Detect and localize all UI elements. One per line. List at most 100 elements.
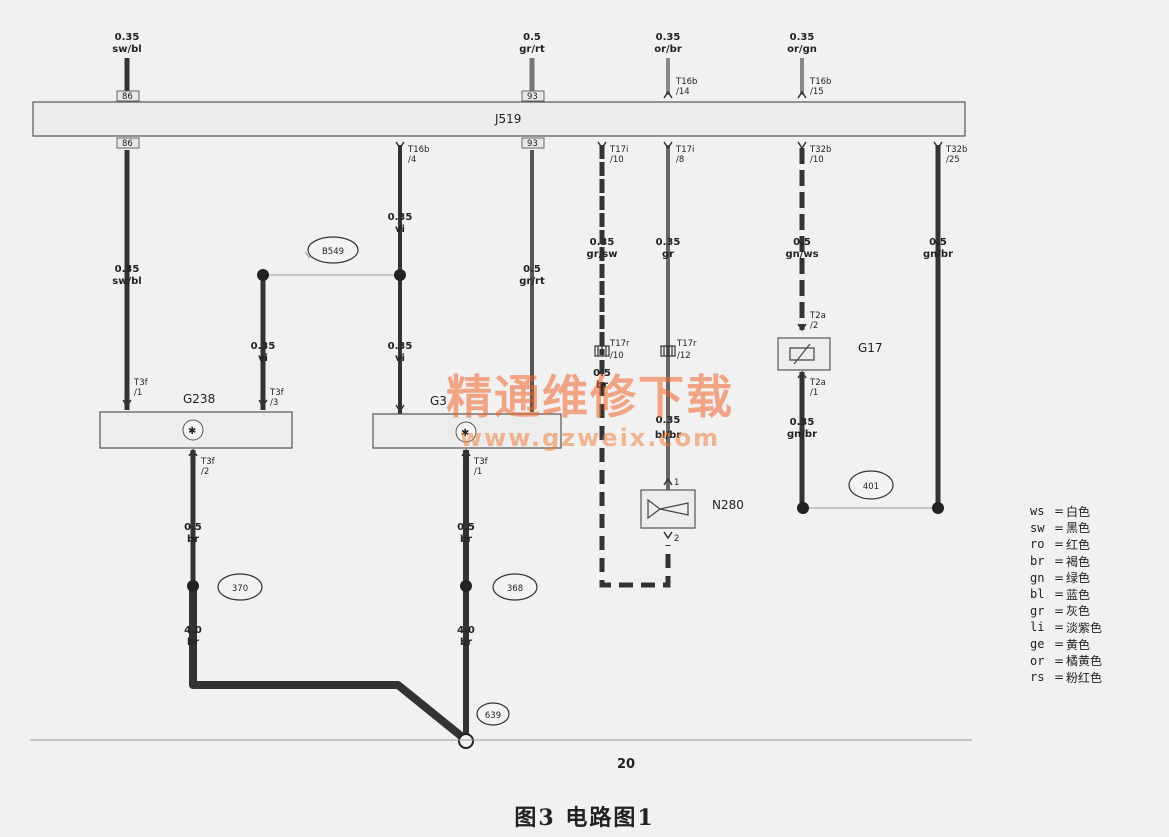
pin-box-86-top bbox=[116, 90, 140, 102]
legend-equals: = bbox=[1053, 637, 1065, 652]
bottom-pin-3: T17i bbox=[675, 145, 694, 155]
wire-label-3-color: vi bbox=[258, 353, 268, 364]
wire-label-16-size: 4.0 bbox=[457, 625, 475, 636]
conn-t17r-10-no: /10 bbox=[610, 351, 624, 361]
legend-equals: = bbox=[1053, 670, 1065, 685]
arrow-t3f-3-g238 bbox=[258, 399, 268, 408]
legend-meaning: 红色 bbox=[1066, 537, 1091, 552]
top-wire-color-2: gr/rt bbox=[519, 44, 545, 55]
wire-label-15-size: 0.5 bbox=[457, 522, 475, 533]
legend-row: li=淡紫色 bbox=[1030, 619, 1160, 636]
component-label-g17: G17 bbox=[858, 341, 883, 355]
component-label-g238: G238 bbox=[183, 392, 215, 406]
legend-code: ws bbox=[1030, 504, 1045, 519]
top-wire-size-4: 0.35 bbox=[790, 32, 815, 43]
arrow-t16b-4 bbox=[395, 141, 405, 150]
b549-ref-line bbox=[304, 251, 311, 259]
n280-pin-2: 2 bbox=[674, 534, 679, 544]
pin-label-93-bottom: 93 bbox=[527, 139, 538, 149]
arrow-t17i-10 bbox=[597, 141, 607, 150]
wire-label-13-size: 0.5 bbox=[184, 522, 202, 533]
bottom-pin-5-no: /25 bbox=[946, 155, 960, 165]
pin-box-86-bottom bbox=[116, 137, 140, 149]
ref-oval-401 bbox=[848, 470, 894, 500]
wire-label-11-color: bl/br bbox=[655, 430, 681, 441]
conn-g3-t3f-1-no: /1 bbox=[474, 467, 482, 477]
junction-368 bbox=[460, 580, 472, 592]
g238-motor-glyph: ✱ bbox=[188, 426, 196, 437]
wire-label-2-size: 0.35 bbox=[388, 212, 413, 223]
legend-row: rs=粉红色 bbox=[1030, 669, 1160, 686]
arrow-t32b-10 bbox=[797, 141, 807, 150]
junction-dots bbox=[187, 269, 944, 592]
legend-row: gr =灰色 bbox=[1030, 603, 1160, 620]
g238-motor-icon bbox=[182, 419, 204, 441]
legend-equals: = bbox=[1053, 504, 1065, 519]
legend-meaning: 黑色 bbox=[1066, 521, 1091, 536]
junction-b549-right bbox=[394, 269, 406, 281]
legend-equals: = bbox=[1053, 620, 1065, 635]
wire-label-6-color: gr/sw bbox=[587, 249, 618, 260]
bottom-pin-4-no: /10 bbox=[810, 155, 824, 165]
bottom-pin-2-no: /10 bbox=[610, 155, 624, 165]
wire-br-ground-370 bbox=[189, 590, 469, 744]
legend-equals: = bbox=[1053, 603, 1065, 618]
legend-code: gn bbox=[1030, 570, 1045, 585]
top-wire-color-4: or/gn bbox=[787, 44, 817, 55]
top-wire-color-3: or/br bbox=[654, 44, 682, 55]
legend-code: bl bbox=[1030, 587, 1045, 602]
conn-g238-t3f-1-no: /1 bbox=[134, 388, 142, 398]
wire-label-5-size: 0.5 bbox=[523, 264, 541, 275]
wire-label-7-color: gr bbox=[662, 249, 674, 260]
legend-code: ro bbox=[1030, 537, 1045, 552]
component-n280-body bbox=[640, 489, 696, 529]
legend-meaning: 粉红色 bbox=[1066, 670, 1103, 685]
legend-row: ro=红色 bbox=[1030, 536, 1160, 553]
arrow-t16b-15 bbox=[797, 90, 807, 99]
top-pin-t16b-15: T16b bbox=[809, 77, 831, 87]
legend-equals: = bbox=[1053, 520, 1065, 535]
conn-t2a-2: T2a bbox=[809, 311, 826, 321]
bottom-pin-4: T32b bbox=[809, 145, 831, 155]
wires bbox=[124, 58, 941, 744]
conn-g238-t3f-3-no: /3 bbox=[270, 398, 278, 408]
wire-label-9-size: 0.5 bbox=[929, 237, 947, 248]
pin-box-93-bottom bbox=[521, 137, 545, 149]
legend-row: ws=白色 bbox=[1030, 503, 1160, 520]
legend-equals: = bbox=[1053, 653, 1065, 668]
legend-meaning: 橘黄色 bbox=[1066, 654, 1103, 669]
ref-label-368: 368 bbox=[507, 584, 523, 594]
legend-equals: = bbox=[1053, 587, 1065, 602]
ref-label-b549: B549 bbox=[322, 247, 344, 257]
g3-sensor-icon bbox=[455, 421, 477, 443]
junction-401-right bbox=[932, 502, 944, 514]
legend-equals: = bbox=[1053, 570, 1065, 585]
legend-row: gn=绿色 bbox=[1030, 569, 1160, 586]
wire-label-6-size: 0.35 bbox=[590, 237, 615, 248]
legend-row: br=褐色 bbox=[1030, 553, 1160, 570]
ref-oval-368 bbox=[492, 573, 538, 601]
legend-meaning: 灰色 bbox=[1066, 604, 1091, 619]
arrow-t3f-1-g3 bbox=[461, 448, 471, 457]
conn-t2a-2-no: /2 bbox=[810, 321, 818, 331]
wire-label-1-size: 0.35 bbox=[115, 264, 140, 275]
junction-370 bbox=[187, 580, 199, 592]
legend-equals: = bbox=[1053, 554, 1065, 569]
wire-label-15-color: br bbox=[460, 534, 472, 545]
arrow-n280-1 bbox=[663, 477, 673, 486]
wire-label-3-size: 0.35 bbox=[251, 341, 276, 352]
legend-code: gr bbox=[1030, 603, 1045, 618]
junction-b549-left bbox=[257, 269, 269, 281]
top-wire-size-3: 0.35 bbox=[656, 32, 681, 43]
component-g17-body bbox=[777, 337, 831, 371]
bottom-pin-3-no: /8 bbox=[676, 155, 684, 165]
legend-code: ge bbox=[1030, 637, 1045, 652]
wire-label-10-color: br bbox=[596, 380, 608, 391]
legend-row: or=橘黄色 bbox=[1030, 652, 1160, 669]
module-j519-label: J519 bbox=[494, 112, 521, 126]
wire-label-1-color: sw/bl bbox=[112, 276, 141, 287]
arrow-t3f-1-g238 bbox=[122, 399, 132, 408]
arrow-t2a-2 bbox=[797, 323, 807, 332]
legend-meaning: 褐色 bbox=[1066, 554, 1091, 569]
wire-label-5-color: gr/rt bbox=[519, 276, 545, 287]
